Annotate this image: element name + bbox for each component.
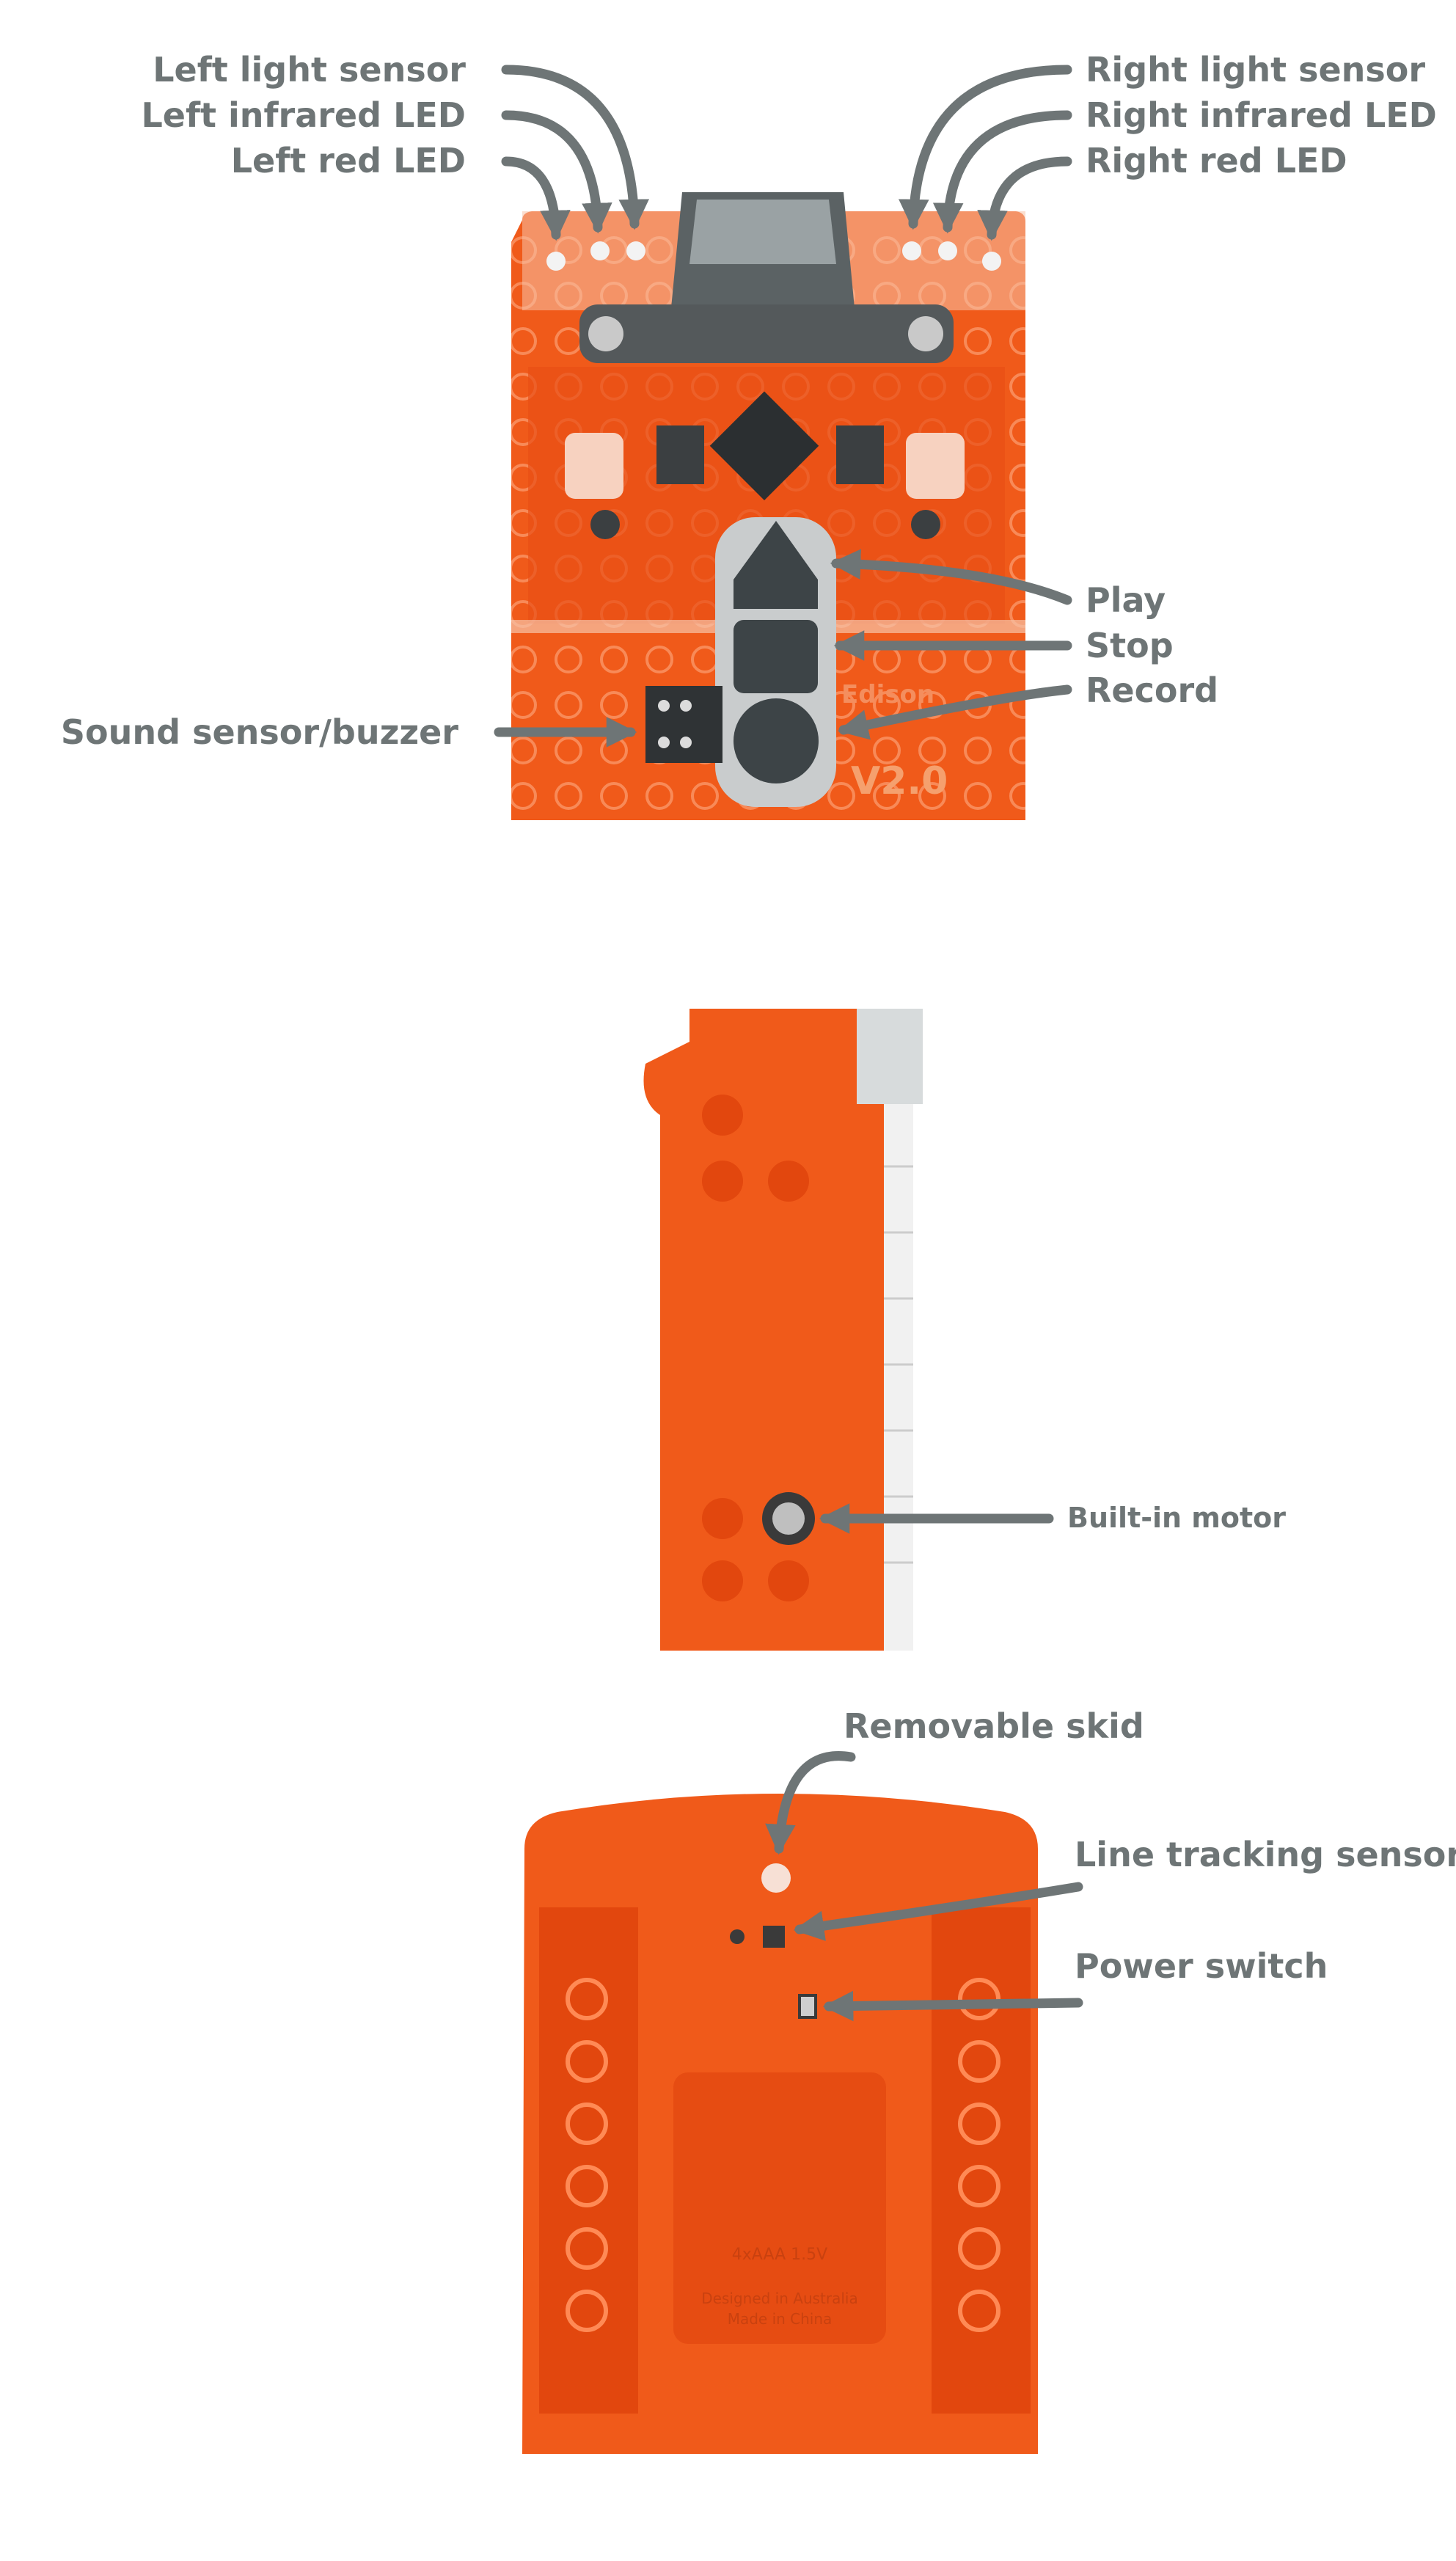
label-built-in-motor: Built-in motor	[1067, 1502, 1287, 1534]
version-marking: V2.0	[851, 759, 948, 803]
top-view-robot: Edison V2.0	[511, 192, 1025, 820]
label-left-infrared-led: Left infrared LED	[141, 95, 466, 135]
arrow-removable-skid	[765, 1751, 856, 1855]
arrow-power-switch	[822, 1990, 1083, 2022]
label-line-tracking-sensor: Line tracking sensor	[1075, 1835, 1456, 1874]
label-removable-skid: Removable skid	[844, 1706, 1144, 1746]
label-left-light-sensor: Left light sensor	[153, 50, 466, 89]
label-left-red-led: Left red LED	[230, 141, 466, 180]
arrow-right-red-led	[977, 156, 1072, 241]
arrow-line-tracking-sensor	[793, 1882, 1083, 1941]
arrow-right-light-sensor	[899, 65, 1072, 230]
arrow-play	[830, 549, 1072, 605]
made-in-marking: Made in China	[728, 2310, 833, 2328]
label-power-switch: Power switch	[1075, 1946, 1328, 1986]
label-play: Play	[1086, 580, 1166, 620]
callout-arrows	[494, 65, 1083, 2022]
arrow-record	[837, 684, 1072, 740]
brand-marking: Edison	[841, 680, 934, 709]
designed-in-marking: Designed in Australia	[701, 2290, 857, 2307]
label-stop: Stop	[1086, 626, 1174, 665]
arrow-left-infrared-led	[501, 110, 612, 234]
side-view-robot	[643, 1009, 923, 1651]
label-right-red-led: Right red LED	[1086, 141, 1347, 180]
label-sound-sensor-buzzer: Sound sensor/buzzer	[60, 712, 458, 752]
label-right-light-sensor: Right light sensor	[1086, 50, 1426, 89]
label-right-infrared-led: Right infrared LED	[1086, 95, 1437, 135]
arrow-left-light-sensor	[501, 65, 649, 230]
battery-marking: 4xAAA 1.5V	[732, 2246, 827, 2264]
bottom-view-robot: 4xAAA 1.5V Designed in Australia Made in…	[522, 1794, 1038, 2454]
label-record: Record	[1086, 671, 1219, 710]
arrow-right-infrared-led	[932, 110, 1072, 234]
arrow-left-red-led	[501, 156, 571, 241]
